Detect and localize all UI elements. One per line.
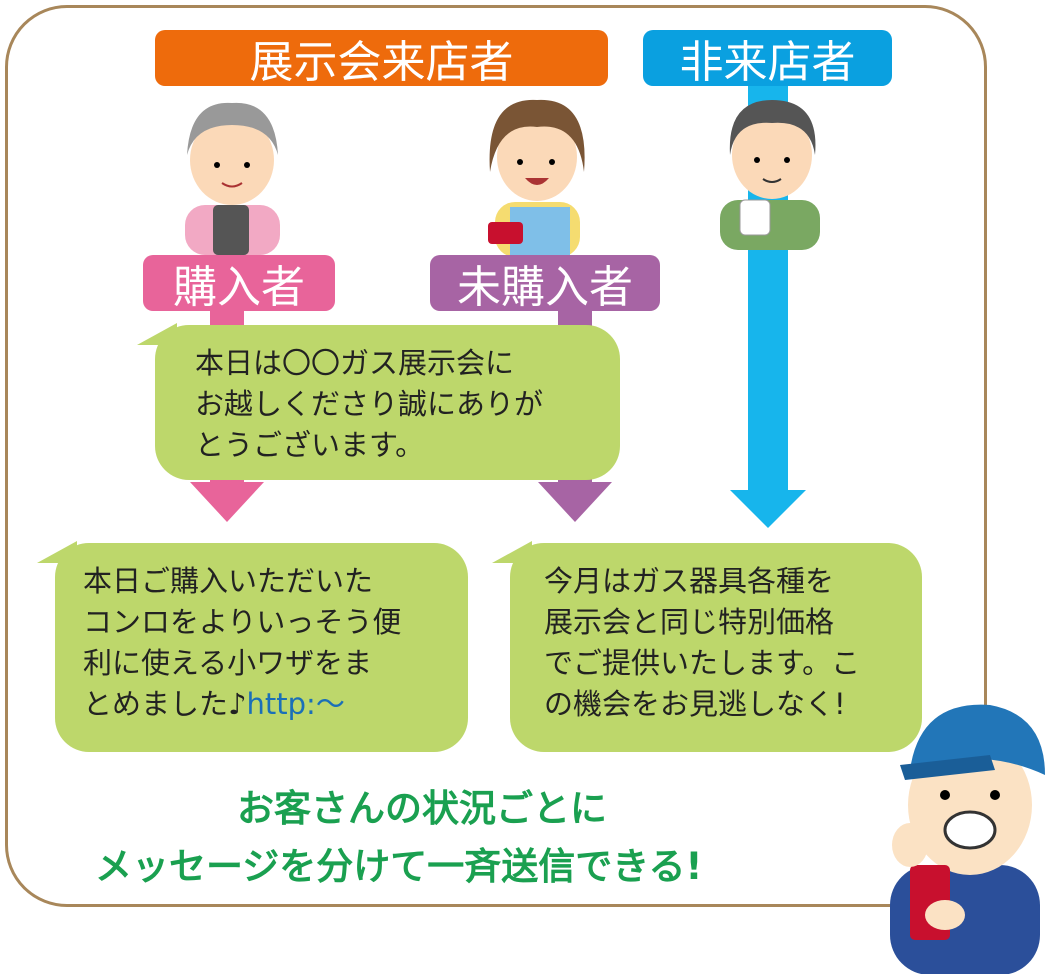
caption-line-1: お客さんの状況ごとに xyxy=(237,787,607,830)
visitors-label: 展示会来店者 xyxy=(155,30,608,88)
buyers-message-bubble: 本日ご購入いただいた コンロをよりいっそう便 利に使える小ワザをま とめました♪… xyxy=(37,541,468,752)
woman-illustration xyxy=(488,99,585,257)
non-buyers-label: 未購入者 xyxy=(430,255,660,313)
thanks-message-bubble: 本日は〇〇ガス展示会に お越しくださり誠にありが とうございます。 xyxy=(137,323,620,480)
buyers-label: 購入者 xyxy=(143,255,335,313)
diagram-frame xyxy=(5,5,987,907)
non-visitors-label: 非来店者 xyxy=(643,30,892,88)
bubble-tail xyxy=(137,323,177,345)
bubble-tail xyxy=(37,541,77,563)
others-message-bubble: 今月はガス器具各種を 展示会と同じ特別価格 でご提供いたします。こ の機会をお見… xyxy=(492,541,922,752)
staff-illustration xyxy=(890,704,1045,974)
bubble-tail xyxy=(492,541,532,563)
buyers-message-link[interactable]: http:～ xyxy=(246,687,345,721)
non-buyer-arrow-head xyxy=(538,482,612,522)
non-visitor-arrow-head xyxy=(730,490,806,528)
thanks-message-text: 本日は〇〇ガス展示会に お越しくださり誠にありが とうございます。 xyxy=(195,346,544,462)
buyers-message-text: 本日ご購入いただいた コンロをよりいっそう便 利に使える小ワザをま とめました♪ xyxy=(83,564,402,721)
others-message-text: 今月はガス器具各種を 展示会と同じ特別価格 でご提供いたします。こ の機会をお見… xyxy=(544,564,861,721)
man-illustration xyxy=(720,100,820,250)
buyer-arrow-head xyxy=(190,482,264,522)
grandmother-illustration xyxy=(185,102,280,255)
caption-line-2: メッセージを分けて一斉送信できる! xyxy=(95,845,703,888)
